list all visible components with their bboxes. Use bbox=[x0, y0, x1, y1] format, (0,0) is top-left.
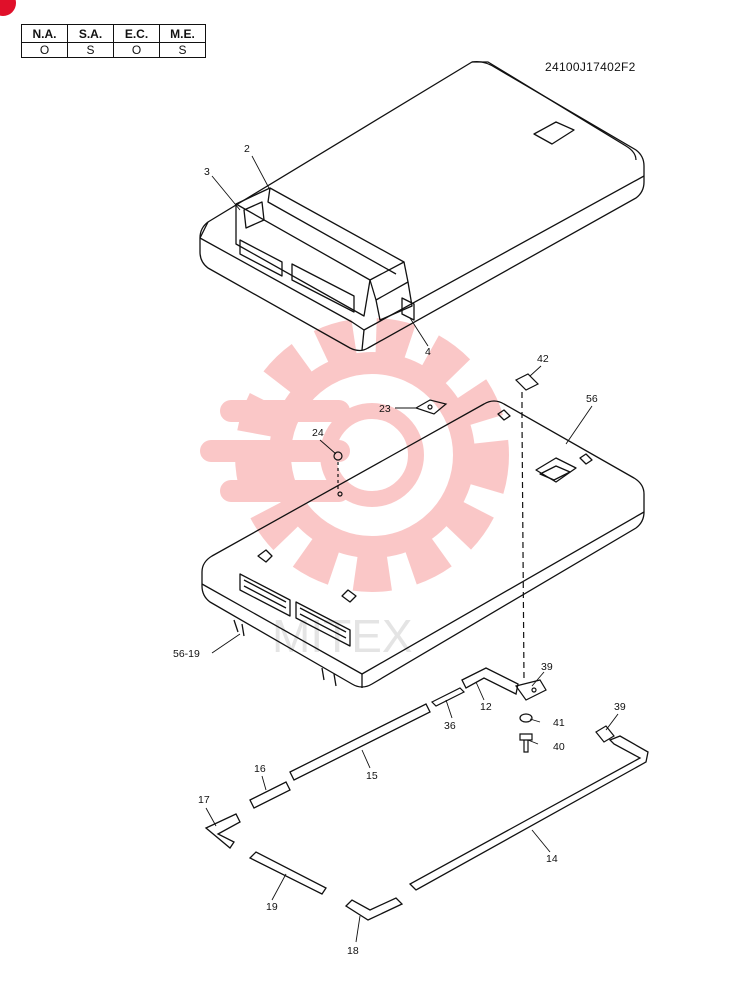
callout-39-upper: 39 bbox=[541, 661, 553, 673]
part-39a-bracket bbox=[514, 679, 547, 701]
watermark-gear-logo bbox=[200, 318, 509, 592]
part-14-long-bar bbox=[408, 735, 649, 891]
upper-roof-cover bbox=[199, 60, 645, 352]
part-16-bar bbox=[249, 781, 291, 809]
corner-badge bbox=[0, 0, 16, 16]
part-24-grommet bbox=[333, 451, 343, 497]
callout-41: 41 bbox=[553, 717, 565, 729]
applicability-table: N.A. S.A. E.C. M.E. O S O S bbox=[21, 24, 206, 58]
value-me: S bbox=[159, 42, 206, 58]
applicability-value-row: O S O S bbox=[21, 42, 206, 58]
callout-42: 42 bbox=[537, 353, 549, 365]
value-sa: S bbox=[67, 42, 114, 58]
part-12-bar bbox=[461, 667, 519, 695]
part-18-corner bbox=[344, 897, 404, 921]
callout-3: 3 bbox=[204, 166, 210, 178]
part-42-bracket bbox=[514, 373, 540, 681]
callout-4: 4 bbox=[425, 346, 431, 358]
callout-36: 36 bbox=[444, 720, 456, 732]
callout-16: 16 bbox=[254, 763, 266, 775]
callout-24: 24 bbox=[312, 427, 324, 439]
lower-roof-cover bbox=[201, 400, 645, 688]
callout-17: 17 bbox=[198, 794, 210, 806]
figure-code: 24100J17402F2 bbox=[545, 60, 636, 74]
part-36-strip bbox=[430, 687, 466, 707]
part-23-gasket bbox=[414, 399, 448, 415]
part-17-corner bbox=[204, 813, 241, 849]
callout-40: 40 bbox=[553, 741, 565, 753]
header-sa: S.A. bbox=[67, 24, 114, 43]
callout-12: 12 bbox=[480, 701, 492, 713]
callout-39-right: 39 bbox=[614, 701, 626, 713]
callout-2: 2 bbox=[244, 143, 250, 155]
callout-18: 18 bbox=[347, 945, 359, 957]
applicability-header-row: N.A. S.A. E.C. M.E. bbox=[21, 24, 206, 43]
value-na: O bbox=[21, 42, 68, 58]
callout-56-19: 56-19 bbox=[173, 648, 200, 660]
part-19-bar bbox=[248, 851, 327, 895]
callout-56: 56 bbox=[586, 393, 598, 405]
callout-19: 19 bbox=[266, 901, 278, 913]
part-41-washer bbox=[519, 713, 533, 723]
callout-15: 15 bbox=[366, 770, 378, 782]
leader-lines bbox=[205, 155, 619, 943]
callout-23: 23 bbox=[379, 403, 391, 415]
part-40-bolt bbox=[519, 733, 533, 753]
part-15-bar bbox=[289, 703, 431, 781]
part-39b-bracket bbox=[595, 725, 615, 743]
callout-14: 14 bbox=[546, 853, 558, 865]
